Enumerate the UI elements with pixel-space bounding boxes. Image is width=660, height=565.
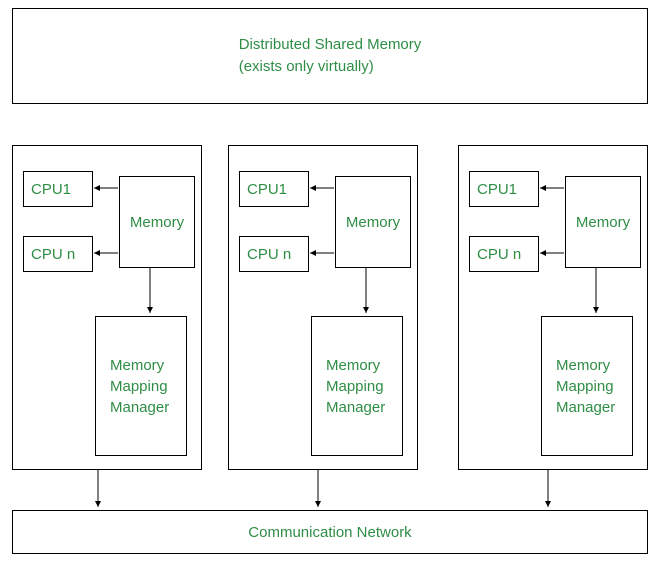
node-3: CPU1 CPU n Memory Memory Mapping Manager — [458, 145, 648, 470]
memory-label: Memory — [345, 213, 401, 231]
memory-mapping-manager-label: Memory Mapping Manager — [556, 356, 616, 416]
node-3-cpun-box: CPU n — [469, 236, 539, 272]
node-3-memory-box: Memory — [565, 176, 641, 268]
distributed-shared-memory-box: Distributed Shared Memory (exists only v… — [12, 8, 648, 104]
communication-network-label: Communication Network — [248, 523, 412, 541]
dsm-subtitle: (exists only virtually) — [238, 58, 374, 75]
node-2-cpun-box: CPU n — [239, 236, 309, 272]
cpun-label: CPU n — [31, 245, 76, 263]
cpu1-label: CPU1 — [477, 180, 518, 198]
memory-label: Memory — [129, 213, 185, 231]
communication-network-box: Communication Network — [12, 510, 648, 554]
node-3-cpu1-box: CPU1 — [469, 171, 539, 207]
dsm-title: Distributed Shared Memory — [238, 36, 422, 53]
cpu1-label: CPU1 — [31, 180, 72, 198]
cpun-label: CPU n — [247, 245, 292, 263]
node-1: CPU1 CPU n Memory Memory Mapping Manager — [12, 145, 202, 470]
memory-mapping-manager-label: Memory Mapping Manager — [110, 356, 170, 416]
cpu1-label: CPU1 — [247, 180, 288, 198]
node-2-cpu1-box: CPU1 — [239, 171, 309, 207]
memory-label: Memory — [575, 213, 631, 231]
dsm-text-block: Distributed Shared Memory (exists only v… — [239, 34, 422, 78]
node-1-cpu1-box: CPU1 — [23, 171, 93, 207]
node-2-memory-mapping-manager-box: Memory Mapping Manager — [311, 316, 403, 456]
node-1-memory-box: Memory — [119, 176, 195, 268]
node-1-cpun-box: CPU n — [23, 236, 93, 272]
node-3-memory-mapping-manager-box: Memory Mapping Manager — [541, 316, 633, 456]
node-2: CPU1 CPU n Memory Memory Mapping Manager — [228, 145, 418, 470]
node-1-memory-mapping-manager-box: Memory Mapping Manager — [95, 316, 187, 456]
cpun-label: CPU n — [477, 245, 522, 263]
node-2-memory-box: Memory — [335, 176, 411, 268]
memory-mapping-manager-label: Memory Mapping Manager — [326, 356, 386, 416]
